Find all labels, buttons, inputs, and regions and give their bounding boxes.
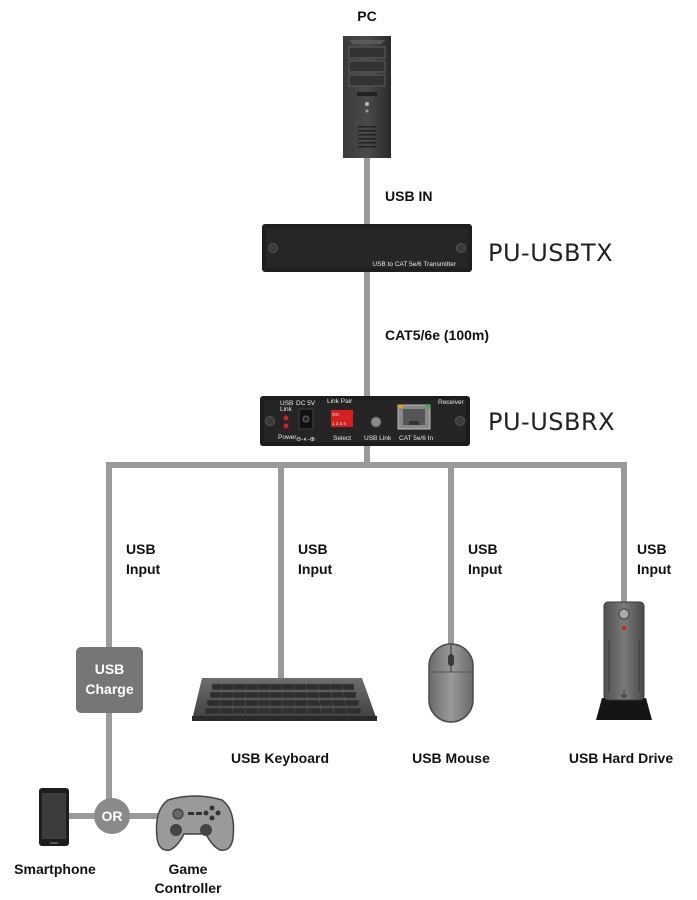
usb-input-3-line1: USB <box>468 541 498 557</box>
usb-in-label: USB IN <box>385 188 432 204</box>
usb-input-3-line2: Input <box>468 561 503 577</box>
usb-input-1-line2: Input <box>126 561 161 577</box>
usb-input-4-line1: USB <box>637 541 667 557</box>
rx-dip-on: ON <box>332 412 339 417</box>
usb-charge-line1: USB <box>95 661 125 677</box>
rx-link-pair-label: Link Pair <box>327 398 353 405</box>
rx-receiver-label: Receiver <box>438 399 464 406</box>
cables <box>66 158 627 819</box>
usb-input-2-line1: USB <box>298 541 328 557</box>
or-badge: OR <box>94 798 130 834</box>
usb-input-2-line2: Input <box>298 561 333 577</box>
smartphone-icon <box>39 788 69 846</box>
rx-power-label: Power <box>278 434 297 441</box>
rx-dc-label: DC 5V <box>296 400 316 407</box>
cable-bus <box>106 462 627 655</box>
usb-link-button <box>370 416 382 428</box>
cable-label: CAT5/6e (100m) <box>385 327 489 343</box>
dc-polarity-symbol: ⊖-◐-⊕ <box>296 436 315 443</box>
dip-switch <box>331 410 353 427</box>
rx-usb-link-bottom: Link <box>280 406 293 413</box>
usb-input-4-line2: Input <box>637 561 672 577</box>
game-controller-icon <box>155 795 235 851</box>
rx-usb-link-top: USB <box>280 400 293 407</box>
smartphone-label: Smartphone <box>14 861 96 877</box>
usb-input-1-line1: USB <box>126 541 156 557</box>
game-controller-label-line1: Game <box>169 861 208 877</box>
mouse-label: USB Mouse <box>412 750 490 766</box>
rx-cat-in-label: CAT 5e/6 In <box>399 435 433 442</box>
transmitter-model: PU-USBTX <box>488 239 613 267</box>
rx-select-label: Select <box>333 435 351 442</box>
transmitter-device: USB to CAT 5e/6 Transmitter <box>262 224 472 272</box>
hard-drive-icon: ⏚ <box>596 601 652 720</box>
transmitter-panel-text: USB to CAT 5e/6 Transmitter <box>372 261 456 268</box>
pc-tower-icon <box>343 36 391 158</box>
usb-symbol-icon: ⏚ <box>619 689 629 701</box>
keyboard-icon <box>192 678 377 721</box>
pc-label: PC <box>357 8 376 24</box>
usb-charge-box: USB Charge <box>76 647 143 713</box>
receiver-model: PU-USBRX <box>488 408 615 436</box>
or-label: OR <box>102 808 123 824</box>
hard-drive-label: USB Hard Drive <box>569 750 673 766</box>
usb-charge-line2: Charge <box>85 681 133 697</box>
rx-usb-link-label: USB Link <box>364 435 392 442</box>
power-led <box>283 423 289 429</box>
game-controller-label-line2: Controller <box>155 880 222 896</box>
receiver-device: USB Link Power DC 5V ⊖-◐-⊕ Link Pair ON … <box>260 396 470 446</box>
rx-dip-nums: 1 2 3 4 <box>332 421 346 426</box>
keyboard-label: USB Keyboard <box>231 750 329 766</box>
usb-link-led <box>283 415 289 421</box>
mouse-icon <box>428 643 474 723</box>
